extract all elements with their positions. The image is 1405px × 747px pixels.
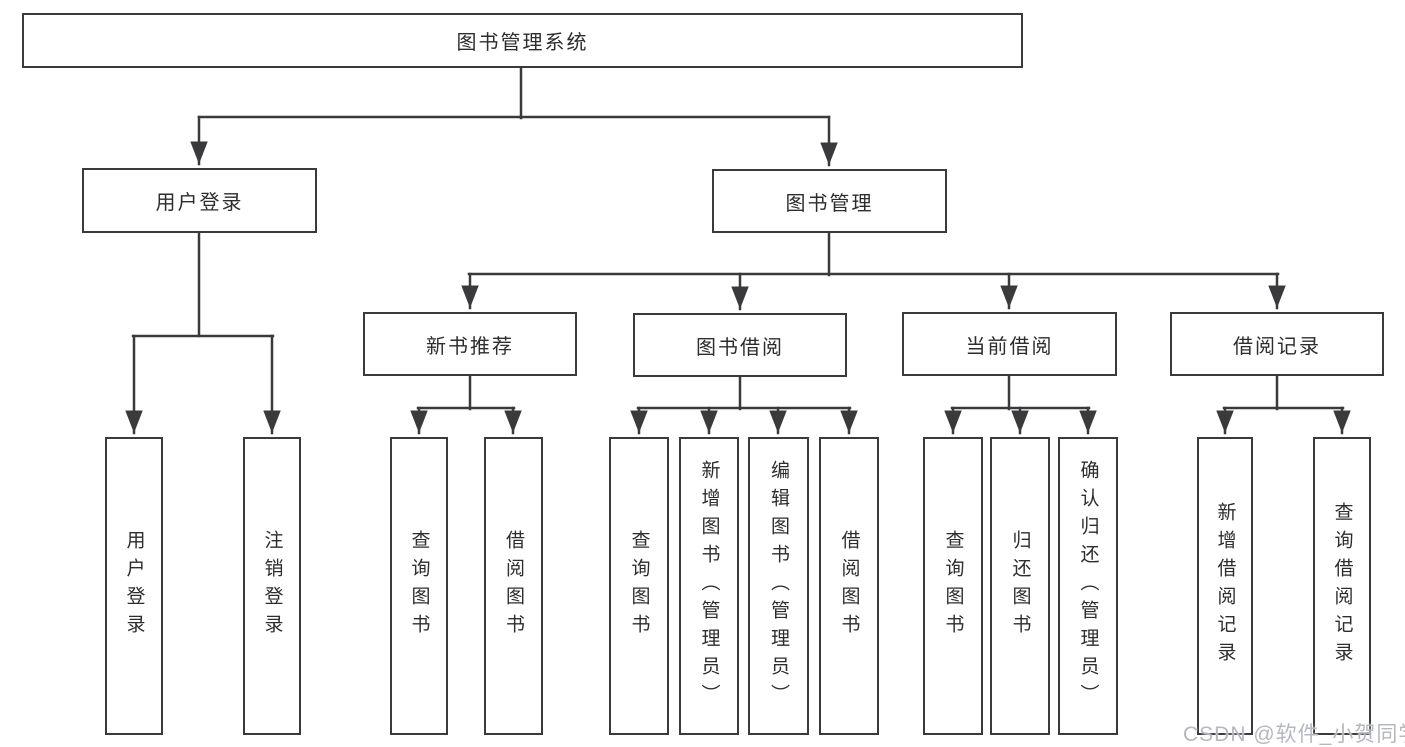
leaf-query-books-3: 查询图书	[923, 437, 983, 735]
leaf-add-book-admin: 新增图书（管理员）	[679, 437, 739, 735]
node-label: 借阅记录	[1233, 335, 1321, 358]
leaf-query-books-2: 查询图书	[609, 437, 669, 735]
node-label: 图书管理系统	[456, 32, 589, 54]
leaf-edit-book-admin: 编辑图书（管理员）	[748, 437, 809, 735]
leaf-label: 新增借阅记录	[1214, 502, 1236, 670]
node-label: 新书推荐	[426, 335, 514, 358]
leaf-confirm-return-admin: 确认归还（管理员）	[1058, 437, 1118, 735]
leaf-add-borrow-record: 新增借阅记录	[1197, 437, 1253, 735]
leaf-label: 查询图书	[408, 530, 430, 642]
node-library-management-system: 图书管理系统	[22, 13, 1023, 68]
leaf-label: 用户登录	[123, 530, 145, 642]
leaf-query-borrow-record: 查询借阅记录	[1313, 437, 1371, 735]
leaf-label: 查询图书	[628, 530, 650, 642]
leaf-logout: 注销登录	[243, 437, 301, 735]
node-current-borrowing: 当前借阅	[902, 312, 1117, 376]
node-label: 图书管理	[785, 192, 874, 215]
node-new-book-recommendation: 新书推荐	[363, 312, 577, 376]
leaf-label: 确认归还（管理员）	[1077, 460, 1099, 712]
leaf-return-books: 归还图书	[990, 437, 1050, 735]
leaf-label: 查询借阅记录	[1331, 502, 1353, 670]
leaf-borrow-books-2: 借阅图书	[819, 437, 879, 735]
leaf-label: 借阅图书	[503, 530, 524, 642]
node-user-login: 用户登录	[82, 168, 317, 233]
node-book-borrowing: 图书借阅	[633, 313, 847, 377]
node-label: 当前借阅	[965, 335, 1054, 358]
leaf-borrow-books: 借阅图书	[484, 437, 543, 735]
watermark: CSDN @软件_小贺同学	[1183, 723, 1405, 746]
leaf-user-login: 用户登录	[105, 437, 163, 735]
node-label: 用户登录	[155, 192, 244, 214]
leaf-label: 借阅图书	[838, 530, 860, 642]
leaf-label: 注销登录	[261, 530, 283, 642]
leaf-query-books: 查询图书	[390, 437, 448, 735]
node-book-management: 图书管理	[712, 169, 947, 233]
node-label: 图书借阅	[696, 336, 784, 359]
leaf-label: 查询图书	[942, 530, 964, 642]
leaf-label: 编辑图书（管理员）	[768, 460, 789, 712]
leaf-label: 新增图书（管理员）	[698, 460, 720, 712]
node-borrowing-records: 借阅记录	[1170, 312, 1384, 376]
leaf-label: 归还图书	[1009, 530, 1031, 642]
